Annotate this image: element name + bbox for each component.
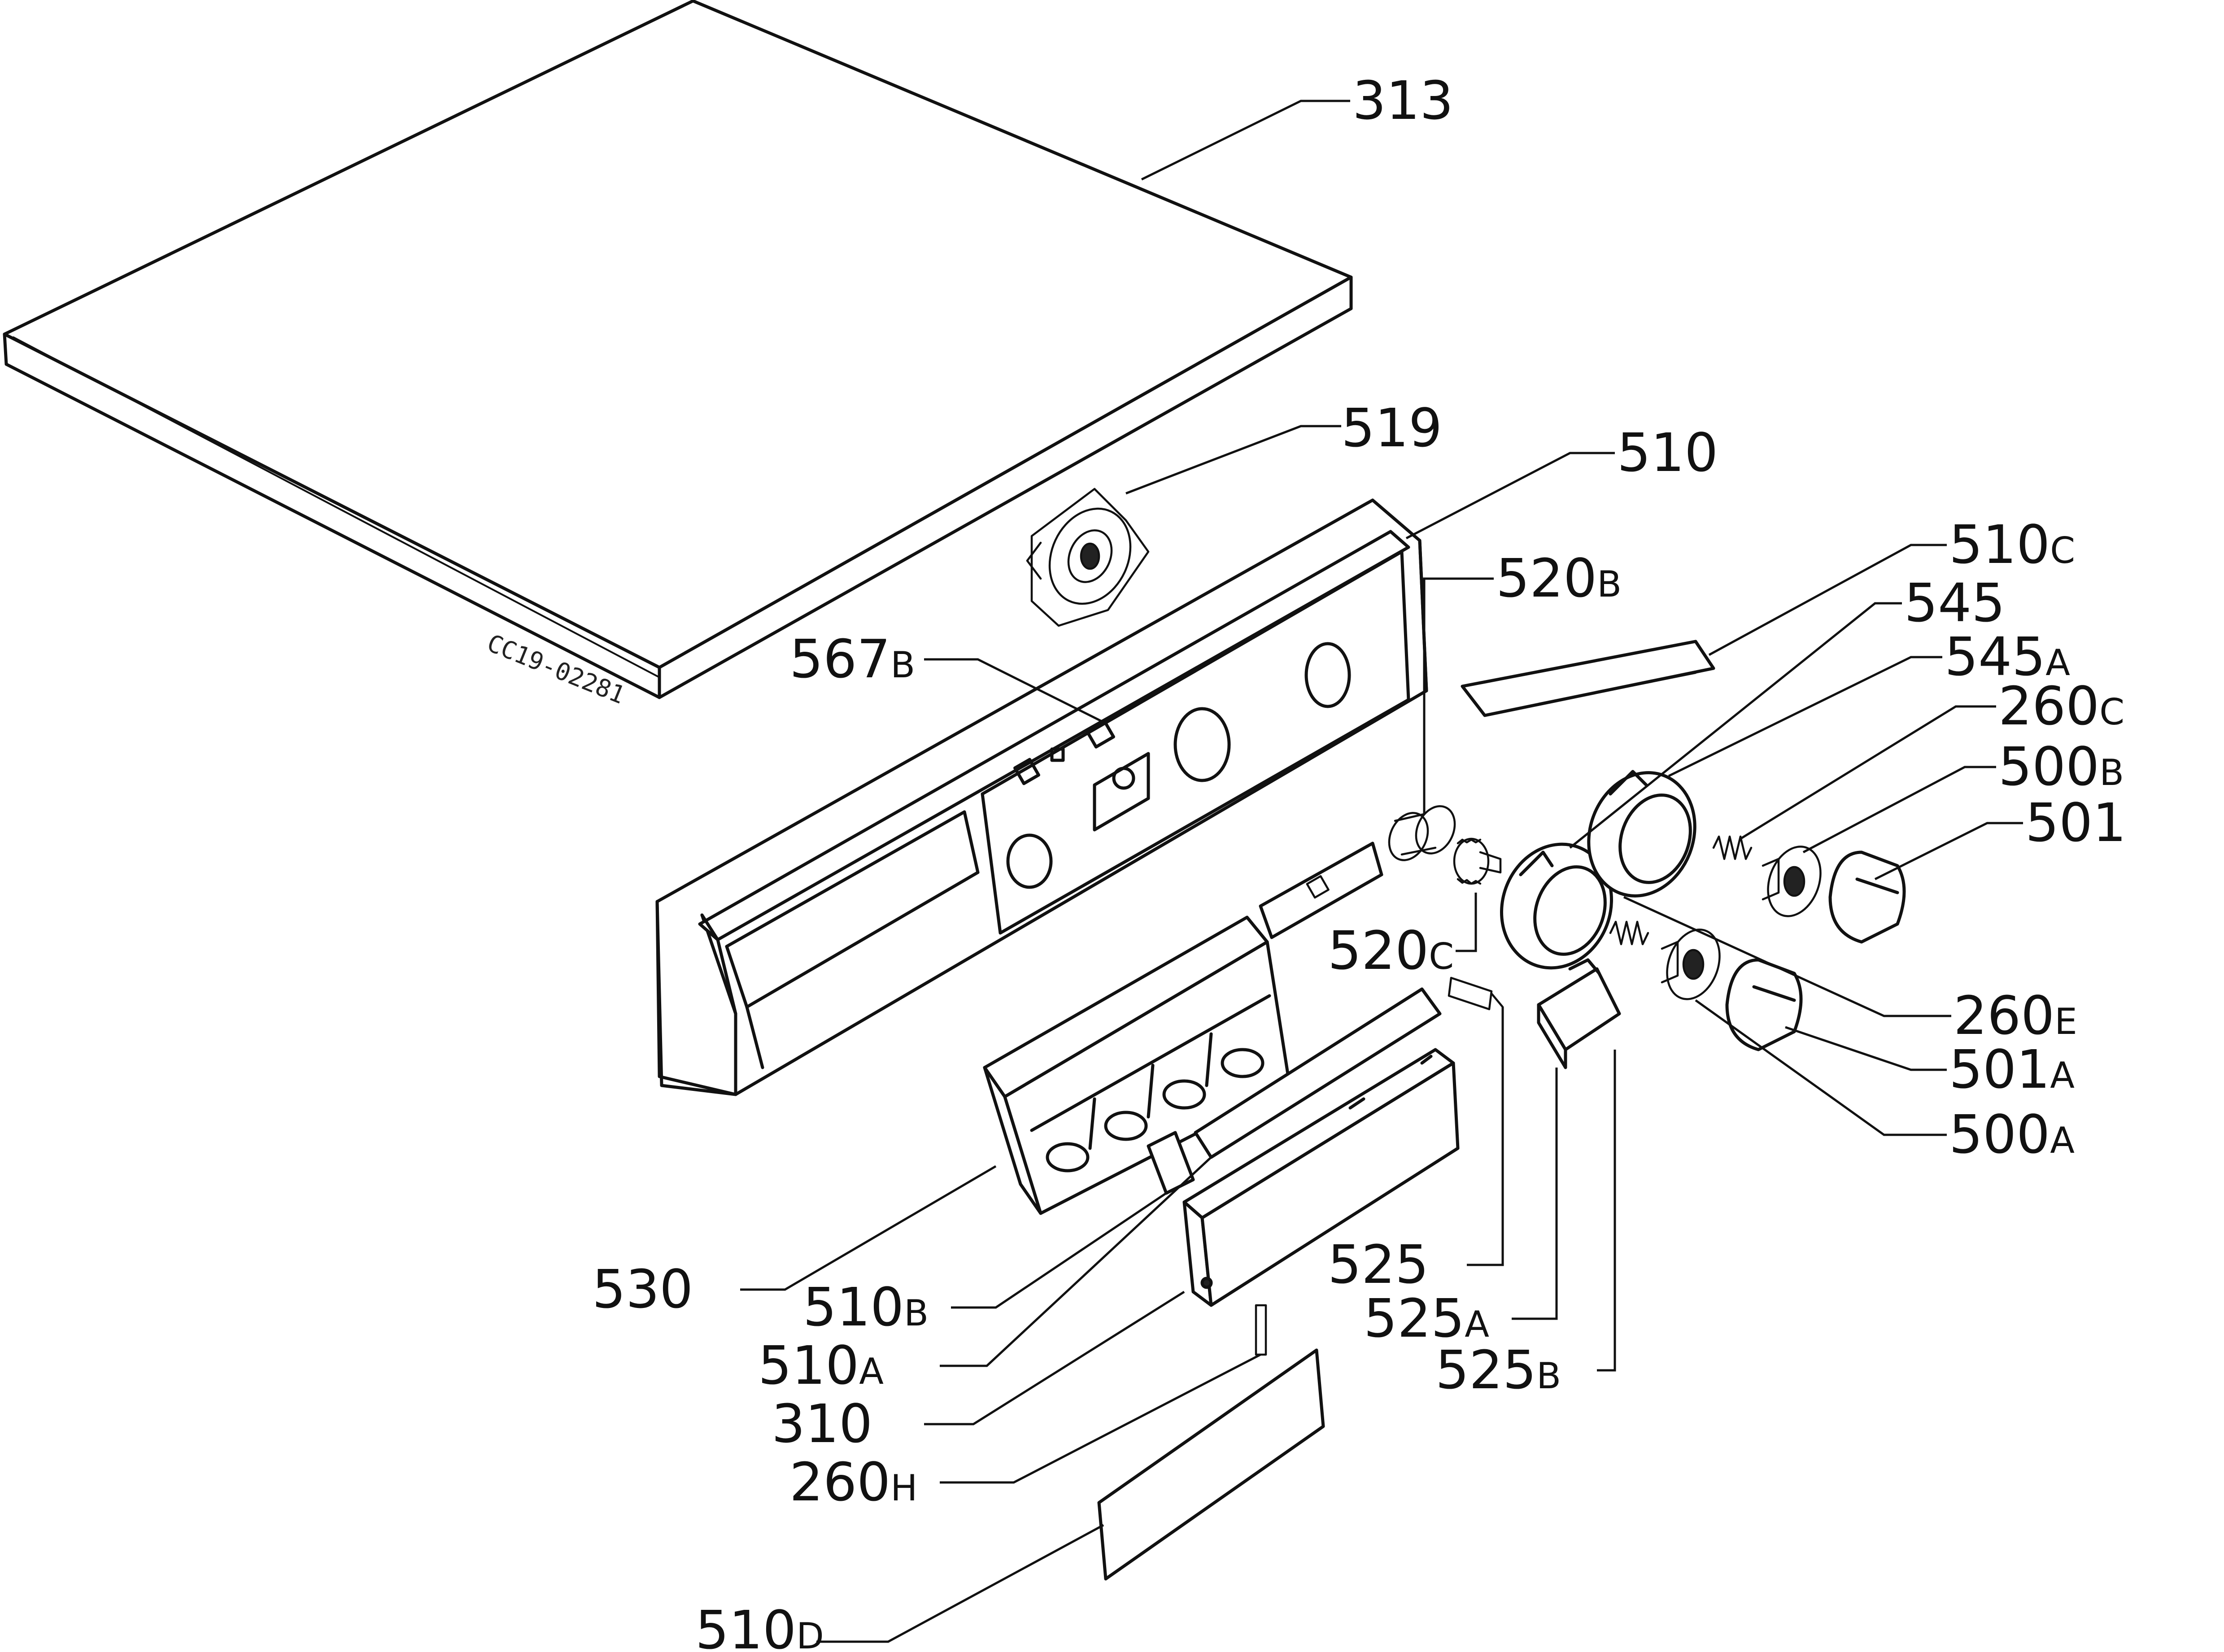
part-510B-tab [1147, 1131, 1195, 1195]
callout-260C: 260C [1998, 675, 2124, 737]
part-545A-knob-ring [1587, 770, 1696, 898]
part-545-knob-ring [1500, 842, 1613, 970]
callout-520B: 520B [1496, 547, 1622, 609]
callout-525: 525 [1328, 1234, 1429, 1295]
part-510A-strip [1194, 987, 1442, 1159]
callout-510: 510 [1617, 422, 1718, 484]
part-260H-insert [1255, 1304, 1267, 1356]
part-500A-adapter [1661, 928, 1721, 1000]
part-525A-push-button [1537, 958, 1621, 1069]
callout-260E: 260E [1954, 985, 2077, 1046]
callout-567B: 567B [789, 628, 915, 690]
callout-510B: 510B [803, 1276, 929, 1338]
callout-525A: 525A [1364, 1287, 1489, 1349]
callout-545A: 545A [1945, 626, 2070, 688]
part-520C-plate [1259, 841, 1383, 939]
part-260E-spring [1609, 920, 1649, 946]
callout-260H: 260H [789, 1451, 917, 1513]
part-313-worktop [3, 0, 1353, 699]
part-500B-adapter [1762, 846, 1822, 917]
part-260C-spring [1712, 835, 1753, 860]
part-501A-knob [1725, 958, 1803, 1051]
part-510C-top-strip [1461, 640, 1715, 717]
callout-501A: 501A [1949, 1038, 2075, 1100]
part-525-rod [1448, 976, 1504, 1011]
callout-510A: 510A [758, 1334, 884, 1396]
part-530-detergent-drawer [983, 915, 1291, 1215]
part-510D-label-plate [1097, 1348, 1325, 1581]
part-520C-gear [1453, 837, 1502, 885]
part-510-control-panel [655, 498, 1428, 1096]
part-520B-bush [1388, 805, 1456, 861]
callout-310: 310 [772, 1393, 872, 1455]
part-519-selector-disc [1026, 488, 1150, 627]
callout-313: 313 [1352, 70, 1453, 131]
callout-545: 545 [1904, 572, 2005, 634]
callout-520C: 520C [1328, 920, 1454, 981]
callout-500A: 500A [1949, 1103, 2075, 1165]
callout-525B: 525B [1435, 1339, 1561, 1401]
callout-519: 519 [1341, 397, 1442, 459]
callout-501: 501 [2025, 792, 2126, 854]
callout-500B: 500B [1998, 736, 2124, 798]
part-310-front-flap [1182, 1048, 1460, 1307]
callout-510C: 510C [1949, 514, 2075, 575]
callout-530: 530 [592, 1258, 693, 1320]
leader-lines [740, 100, 2023, 1643]
callout-510D: 510D [695, 1599, 824, 1652]
part-501-knob [1828, 850, 1906, 944]
